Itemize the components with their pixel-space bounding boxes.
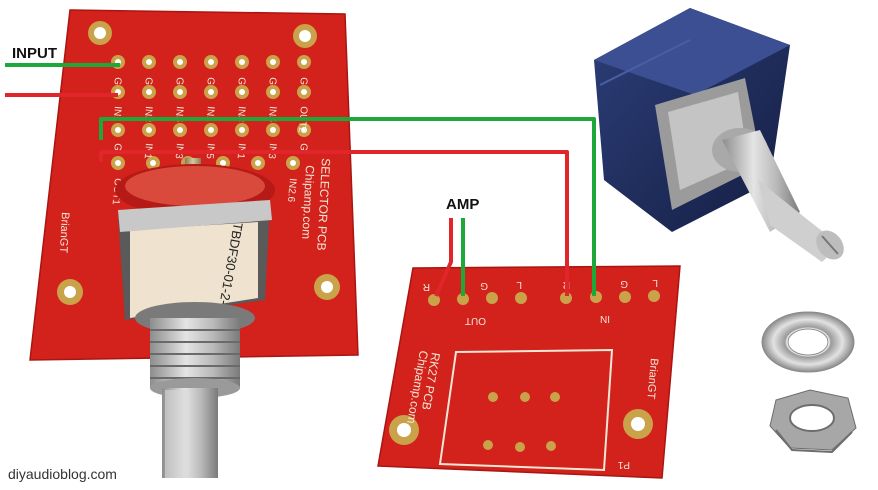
rk27-in-label: IN [600,313,610,324]
wires [5,63,596,297]
pad-label: IN2.6 [285,178,298,203]
solder-pad-hole [177,89,183,95]
solder-pad-hole [177,59,183,65]
potentiometer [594,8,844,262]
pad-label: G [111,143,123,152]
solder-pad-hole [177,127,183,133]
solder-pad-hole [146,59,152,65]
pad-grid [111,55,311,170]
solder-pad-hole [270,127,276,133]
pad-label: G [173,77,185,86]
solder-pad-hole [290,160,296,166]
selector-pcb-site: Chipamp.com [299,165,317,240]
solder-pad-hole [270,89,276,95]
solder-pad-hole [255,160,261,166]
solder-pad-hole [208,89,214,95]
pad-label: G [142,77,154,86]
pad-label: G [204,77,216,86]
solder-pad-hole [270,59,276,65]
rk27-out-pin-g: G [480,280,488,291]
rk27-out-pin-l: L [516,279,522,290]
solder-pad-hole [301,59,307,65]
pad-label: G [297,77,309,86]
pad-label: G [235,77,247,86]
amp-label: AMP [446,196,480,213]
green-wire-to-rk27-in [99,117,596,296]
solder-pad-hole [208,59,214,65]
amp-red-wire [434,218,453,297]
selector-pcb-title: SELECTOR PCB [314,158,333,251]
rk27-in-pin-l: L [652,277,658,288]
solder-pad-hole [239,59,245,65]
rk27-out-label: OUT [465,315,486,326]
rk27-p1-label: P1 [617,459,630,470]
mounting-hole [389,415,419,445]
pad-label: G [111,77,123,86]
solder-pad-hole [150,160,156,166]
pot-pads [483,392,560,452]
pad-label: G [266,77,278,86]
rotary-switch: TBDF30-01-2-AJN [115,158,275,478]
rk27-out-pin-r: R [423,281,430,292]
solder-pad-hole [208,127,214,133]
solder-pad-hole [239,127,245,133]
washer [761,311,855,373]
input-label: INPUT [12,45,57,62]
mounting-hole [88,21,112,45]
watermark: diyaudioblog.com [8,466,117,482]
solder-pad-hole [146,127,152,133]
solder-pad-hole [301,89,307,95]
rk27-pcb: R G L OUT R G L IN P1 RK27 PCB Chipamp.c… [377,265,681,479]
selector-pcb-author: BrianGT [57,212,71,254]
pad-label: G [297,143,309,152]
rk27-pcb-author: BrianGT [644,358,660,400]
solder-pad-hole [115,160,121,166]
mounting-hole [314,274,340,300]
mounting-hole [293,24,317,48]
solder-pad-hole [146,89,152,95]
solder-pad-hole [115,127,121,133]
mounting-hole [623,409,653,439]
hex-nut [769,389,857,454]
solder-pad-hole [301,127,307,133]
solder-pad-hole [220,160,226,166]
rk27-in-pin-g: G [620,278,628,289]
mounting-hole [57,279,83,305]
solder-pad-hole [239,89,245,95]
red-wire-to-rk27-in [99,150,569,296]
